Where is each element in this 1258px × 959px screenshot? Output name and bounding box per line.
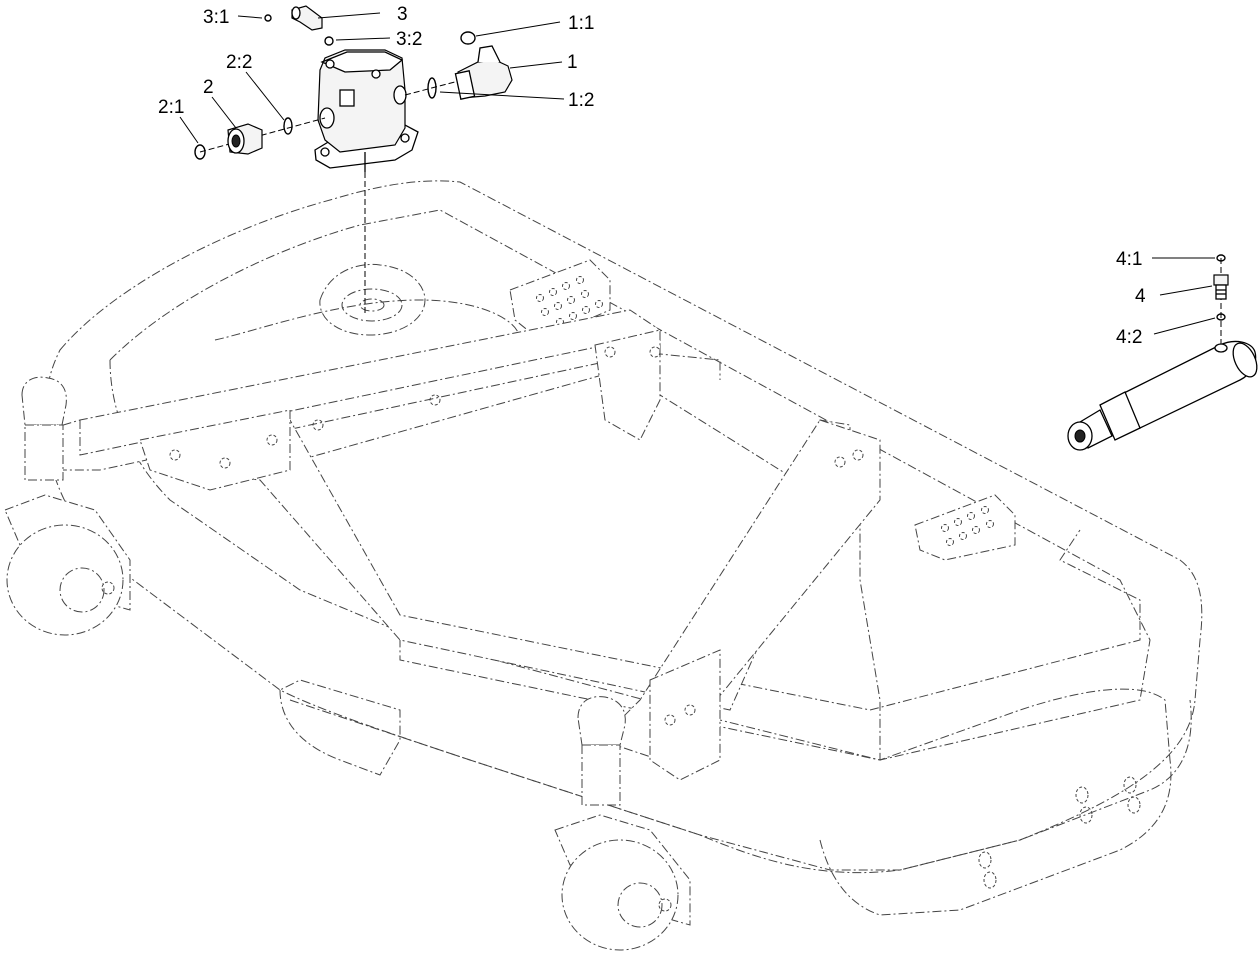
- cylinder-barrel: [1119, 340, 1257, 429]
- fitting-3-face: [291, 6, 301, 20]
- front-height-bracket: [914, 494, 1016, 561]
- oring-3-1: [264, 14, 272, 22]
- motor-port-left: [319, 107, 335, 129]
- motor-cap-bolt: [371, 69, 381, 79]
- deck-outline: [44, 180, 1203, 874]
- fitting-4: [1213, 274, 1229, 300]
- oring-1-1: [460, 31, 476, 45]
- callout-1: 1: [567, 52, 578, 73]
- fitting-4-body: [1215, 284, 1227, 300]
- deck-front-skirt: [289, 699, 1192, 871]
- frame-left-plate: [139, 409, 291, 491]
- callout-2-1: 2:1: [158, 97, 184, 118]
- leader-3: [317, 12, 381, 19]
- leader-1-2: [439, 91, 565, 100]
- leader-3-1: [237, 15, 263, 19]
- frame-bolts: [169, 346, 864, 726]
- frame-rear-crossbar-edge: [79, 339, 631, 456]
- rear-caster-hub: [59, 567, 105, 613]
- bumper-hole: [1123, 776, 1137, 794]
- front-caster-spindle: [581, 744, 621, 806]
- leader-4-2: [1153, 317, 1216, 335]
- deck-front-bumper: [819, 688, 1172, 916]
- callout-3: 3: [397, 4, 408, 25]
- leader-2: [211, 96, 237, 129]
- spindle-hub: [359, 298, 385, 312]
- fitting-2-straight: [227, 123, 263, 155]
- callout-1-2: 1:2: [568, 90, 594, 111]
- fitting-1-elbow-arm: [477, 45, 501, 63]
- bumper-hole: [1079, 806, 1093, 824]
- flange-bolt-hole: [320, 147, 330, 157]
- leader-2-1: [179, 116, 199, 144]
- motor-port-right: [393, 85, 407, 105]
- bumper-hole: [983, 871, 997, 889]
- callout-4-2: 4:2: [1116, 327, 1142, 348]
- cylinder-end-cap: [1232, 342, 1258, 378]
- leader-1: [509, 61, 563, 69]
- cylinder-rod-eye-bore: [1074, 429, 1086, 443]
- leader-1-1: [475, 21, 561, 37]
- front-caster-axle-nut: [658, 898, 672, 912]
- frame-rear-plate: [594, 329, 661, 441]
- flange-bolt-hole: [400, 133, 410, 143]
- fitting-2-bore: [231, 134, 241, 148]
- motor-top-cap: [320, 51, 404, 73]
- deck-side-wall: [214, 299, 721, 380]
- hydraulic-cylinder: [1067, 340, 1258, 451]
- cylinder-gland: [1099, 391, 1141, 441]
- motor-side-bolt: [339, 89, 355, 107]
- rear-caster-wheel: [6, 524, 124, 636]
- cylinder-port: [1214, 343, 1228, 353]
- callout-3-1: 3:1: [203, 7, 229, 28]
- callout-labels: 3:1 3 3:2 1:1 1 1:2 2:2 2 2:1 4:1 4 4:2: [158, 4, 1146, 348]
- callout-3-2: 3:2: [396, 29, 422, 50]
- front-caster-hub: [617, 882, 663, 928]
- mower-frame-phantom: [29, 309, 881, 781]
- oring-4-2: [1216, 313, 1226, 321]
- rear-caster-axle-nut: [101, 581, 115, 595]
- fitting-4-hex: [1213, 274, 1229, 286]
- bumper-hole: [978, 851, 992, 869]
- hydraulic-motor: [314, 49, 419, 172]
- rear-bracket-holes: [536, 276, 603, 326]
- frame-front-plate: [649, 649, 721, 781]
- bumper-hole: [1075, 786, 1089, 804]
- front-caster-assembly: [554, 696, 691, 951]
- oring-4-1: [1216, 254, 1226, 262]
- callout-4-1: 4:1: [1116, 249, 1142, 270]
- callout-leaders: [179, 12, 1216, 335]
- motor-body: [317, 49, 406, 153]
- bumper-hole: [1127, 796, 1141, 814]
- oring-2-2: [283, 117, 293, 135]
- fitting-1-hex: [454, 70, 476, 100]
- leader-2-2: [245, 71, 285, 121]
- motor-cap-bolt: [325, 59, 335, 69]
- callout-2: 2: [203, 77, 214, 98]
- deck-spindle-mount: [319, 263, 426, 336]
- front-bracket-holes: [941, 506, 994, 546]
- spindle-pulley: [341, 288, 403, 322]
- front-caster-wheel: [561, 839, 679, 951]
- rear-caster-cap: [21, 376, 67, 426]
- oring-2-1: [194, 144, 206, 160]
- deck-center-plate-edge: [719, 529, 1141, 711]
- oring-3-2: [324, 36, 334, 46]
- front-caster-cap: [577, 696, 626, 746]
- oring-1-2: [427, 77, 437, 99]
- fitting-3-elbow: [291, 5, 323, 31]
- leader-3-2: [335, 37, 391, 41]
- rear-caster-assembly: [4, 376, 131, 636]
- rear-caster-spindle: [24, 424, 64, 481]
- mower-deck-phantom: [44, 180, 1203, 916]
- leader-4: [1159, 285, 1213, 296]
- callout-4: 4: [1135, 286, 1146, 307]
- callout-1-1: 1:1: [568, 13, 594, 34]
- callout-2-2: 2:2: [226, 52, 252, 73]
- fitting-1-elbow: [454, 45, 513, 100]
